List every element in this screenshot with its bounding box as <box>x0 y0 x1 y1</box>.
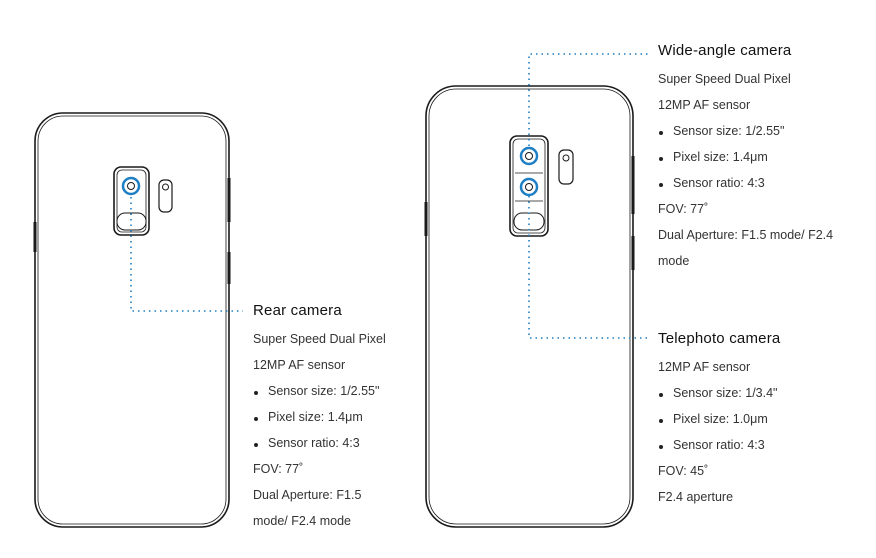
rear-camera-title: Rear camera <box>253 302 342 319</box>
right-tele-lens <box>519 177 539 197</box>
left-main-lens <box>121 176 141 196</box>
wide-camera-leader <box>528 53 650 146</box>
spec-line: 12MP AF sensor <box>253 358 346 372</box>
spec-line: FOV: 77˚ <box>253 462 304 476</box>
spec-line: FOV: 45˚ <box>658 464 709 478</box>
spec-bullet: Sensor ratio: 4:3 <box>659 438 765 452</box>
spec-line: FOV: 77˚ <box>658 202 709 216</box>
spec-line: mode/ F2.4 mode <box>253 514 351 528</box>
spec-line: 12MP AF sensor <box>658 360 751 374</box>
spec-bullet: Sensor size: 1/3.4" <box>659 386 778 400</box>
spec-line: Super Speed Dual Pixel <box>658 72 791 86</box>
wide-camera-title: Wide-angle camera <box>658 42 792 59</box>
spec-line: F2.4 aperture <box>658 490 734 504</box>
spec-bullet: Sensor ratio: 4:3 <box>659 176 765 190</box>
spec-bullet: Pixel size: 1.0μm <box>659 412 768 426</box>
spec-bullet: Sensor ratio: 4:3 <box>254 436 360 450</box>
spec-bullet: Sensor size: 1/2.55" <box>658 124 785 138</box>
spec-line: Dual Aperture: F1.5 <box>253 488 362 502</box>
spec-line: Dual Aperture: F1.5 mode/ F2.4 <box>658 228 834 242</box>
spec-line: 12MP AF sensor <box>658 98 751 112</box>
spec-line: mode <box>658 254 690 268</box>
spec-line: Super Speed Dual Pixel <box>253 332 386 346</box>
spec-bullet: Pixel size: 1.4μm <box>659 150 768 164</box>
spec-bullet: Pixel size: 1.4μm <box>254 410 363 424</box>
left-phone <box>33 112 231 528</box>
tele-camera-title: Telephoto camera <box>658 330 781 347</box>
right-wide-lens <box>519 146 539 166</box>
spec-bullet: Sensor size: 1/2.55" <box>253 384 380 398</box>
